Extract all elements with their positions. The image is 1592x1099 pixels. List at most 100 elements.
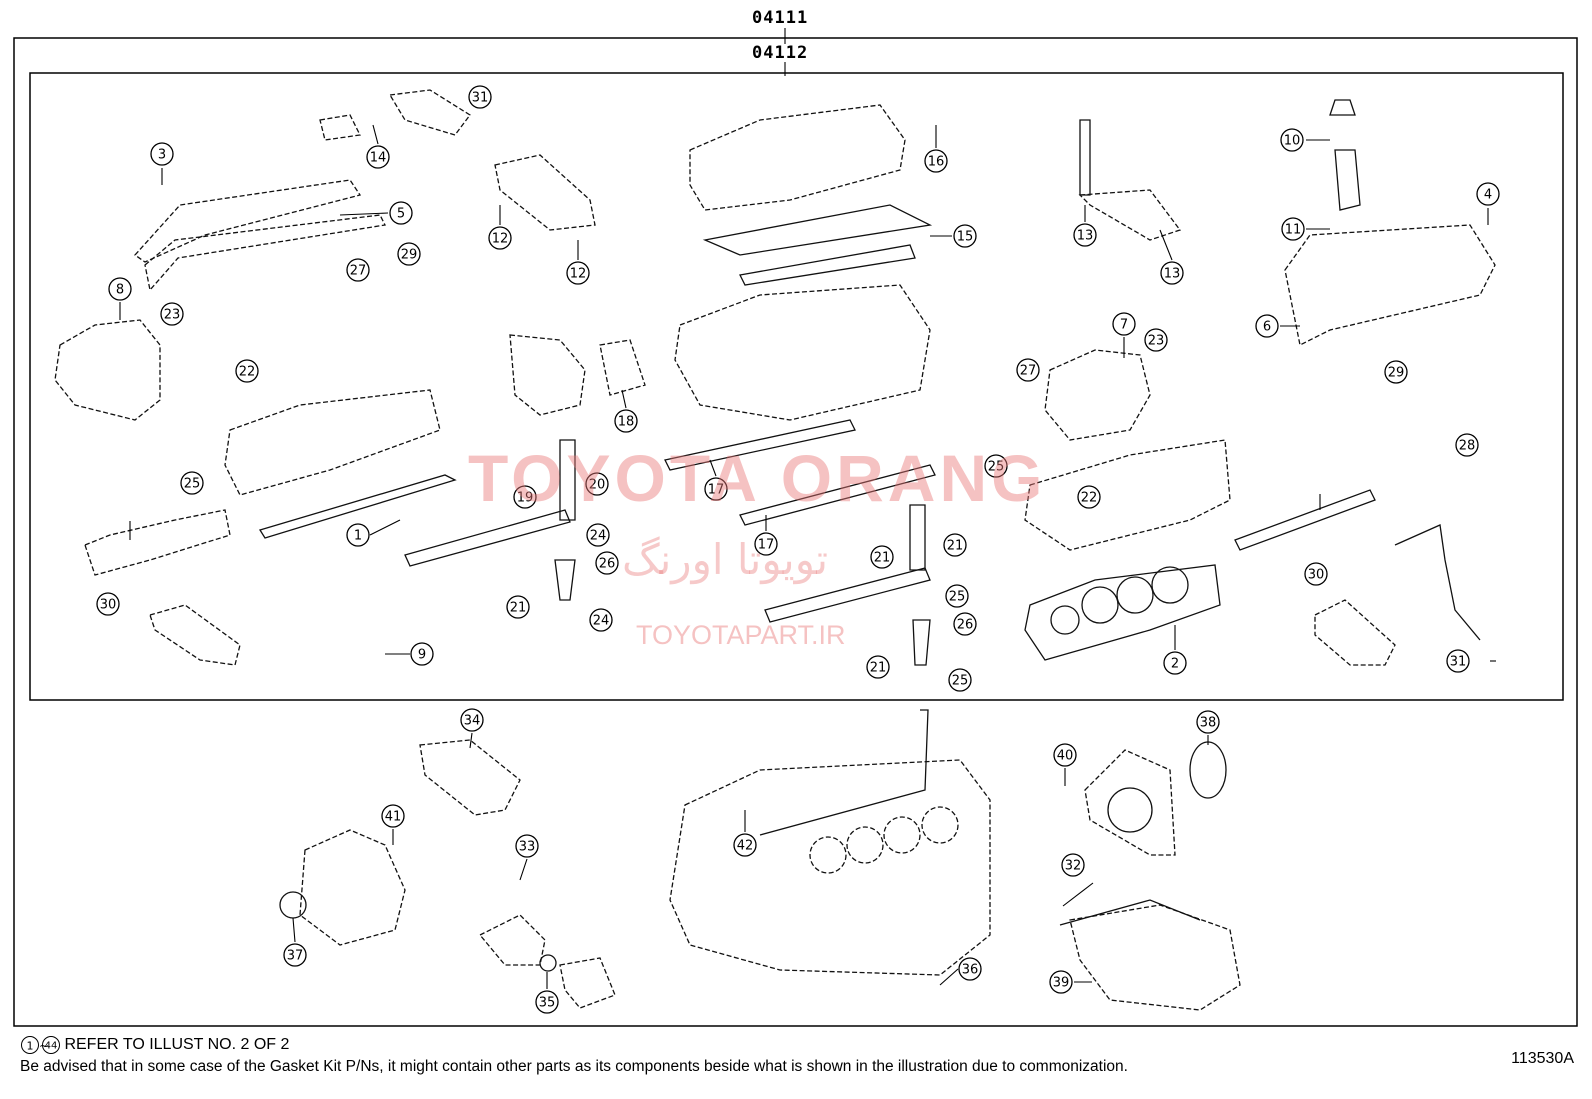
callout-3: 3: [150, 142, 174, 166]
callout-circle: [1144, 328, 1168, 352]
callout-31: 31: [1446, 649, 1470, 673]
callout-21: 21: [866, 655, 890, 679]
callout-circle: [586, 523, 610, 547]
callout-30: 30: [96, 592, 120, 616]
callout-40: 40: [1053, 743, 1077, 767]
callout-number: 29: [1388, 366, 1405, 381]
callout-42: 42: [733, 833, 757, 857]
callout-circle: [513, 485, 537, 509]
callout-number: 39: [1053, 976, 1070, 991]
callout-2: 2: [1163, 651, 1187, 675]
frame-lines: [13, 28, 1578, 1027]
callout-group: 1234567891011121213131415161717181920212…: [96, 85, 1500, 1014]
callout-circle: [953, 612, 977, 636]
callout-12: 12: [488, 226, 512, 250]
callout-circle: [589, 608, 613, 632]
outer-kit-code: 04111: [752, 8, 809, 28]
callout-32: 32: [1061, 853, 1085, 877]
callout-26: 26: [595, 551, 619, 575]
callout-circle: [924, 149, 948, 173]
callout-number: 14: [370, 151, 387, 166]
callout-number: 26: [599, 557, 616, 572]
callout-number: 25: [949, 590, 966, 605]
callout-number: 27: [1020, 364, 1037, 379]
callout-number: 29: [401, 248, 418, 263]
callout-14: 14: [366, 145, 390, 169]
callout-number: 25: [952, 674, 969, 689]
callout-circle: [1446, 649, 1470, 673]
callout-circle: [1112, 312, 1136, 336]
callout-27: 27: [346, 258, 370, 282]
callout-21: 21: [943, 533, 967, 557]
callout-circle: [108, 277, 132, 301]
callout-10: 10: [1280, 128, 1304, 152]
callout-33: 33: [515, 834, 539, 858]
callout-circle: [535, 990, 559, 1014]
range-note: 1 ~ 44 REFER TO ILLUST NO. 2 OF 2: [20, 1035, 289, 1055]
callout-circle: [1077, 485, 1101, 509]
callout-number: 16: [928, 155, 945, 170]
callout-circle: [1476, 182, 1500, 206]
callout-circle: [1281, 217, 1305, 241]
callout-number: 34: [464, 714, 481, 729]
callout-circle: [614, 409, 638, 433]
callout-circle: [96, 592, 120, 616]
callout-16: 16: [924, 149, 948, 173]
callout-7: 7: [1112, 312, 1136, 336]
svg-text:~: ~: [39, 1039, 49, 1053]
callout-circle: [1280, 128, 1304, 152]
callout-circle: [180, 471, 204, 495]
callout-number: 36: [962, 963, 979, 978]
callout-number: 31: [472, 91, 489, 106]
callout-number: 26: [957, 618, 974, 633]
callout-number: 38: [1200, 716, 1217, 731]
callout-number: 42: [737, 839, 754, 854]
callout-1: 1: [346, 523, 370, 547]
callout-number: 2: [1171, 657, 1179, 672]
callout-number: 25: [184, 477, 201, 492]
callout-circle: [1049, 970, 1073, 994]
callout-18: 18: [614, 409, 638, 433]
callout-number: 21: [874, 551, 891, 566]
callout-21: 21: [870, 545, 894, 569]
callout-circle: [283, 943, 307, 967]
callout-number: 5: [397, 207, 405, 222]
callout-circle: [945, 584, 969, 608]
callout-number: 21: [870, 661, 887, 676]
callout-number: 13: [1077, 229, 1094, 244]
callout-circle: [366, 145, 390, 169]
callout-number: 13: [1164, 267, 1181, 282]
callout-41: 41: [381, 804, 405, 828]
callout-circle: [515, 834, 539, 858]
callout-circle: [870, 545, 894, 569]
callout-number: 4: [1484, 188, 1492, 203]
callout-24: 24: [586, 523, 610, 547]
watermark-url: TOYOTAPART.IR: [636, 620, 846, 650]
callout-28: 28: [1455, 433, 1479, 457]
callout-17: 17: [754, 532, 778, 556]
callout-circle: [389, 201, 413, 225]
callout-circle: [1163, 651, 1187, 675]
callout-13: 13: [1160, 261, 1184, 285]
callout-9: 9: [410, 642, 434, 666]
callout-circle: [160, 302, 184, 326]
callout-circle: [595, 551, 619, 575]
range-symbols: 1 ~ 44: [21, 1036, 60, 1054]
callout-number: 12: [570, 267, 587, 282]
callout-circle: [1255, 314, 1279, 338]
callout-29: 29: [1384, 360, 1408, 384]
callout-circle: [704, 477, 728, 501]
callout-39: 39: [1049, 970, 1073, 994]
callout-number: 30: [1308, 568, 1325, 583]
callout-circle: [984, 454, 1008, 478]
callout-circle: [1053, 743, 1077, 767]
callout-circle: [460, 708, 484, 732]
callout-number: 18: [618, 415, 635, 430]
callout-circle: [958, 957, 982, 981]
callout-circle: [381, 804, 405, 828]
inner-kit-code: 04112: [752, 43, 809, 63]
callout-circle: [346, 258, 370, 282]
callout-number: 24: [590, 529, 607, 544]
callout-number: 28: [1459, 439, 1476, 454]
watermark-brand: TOYOTA ORANG: [468, 441, 1047, 515]
